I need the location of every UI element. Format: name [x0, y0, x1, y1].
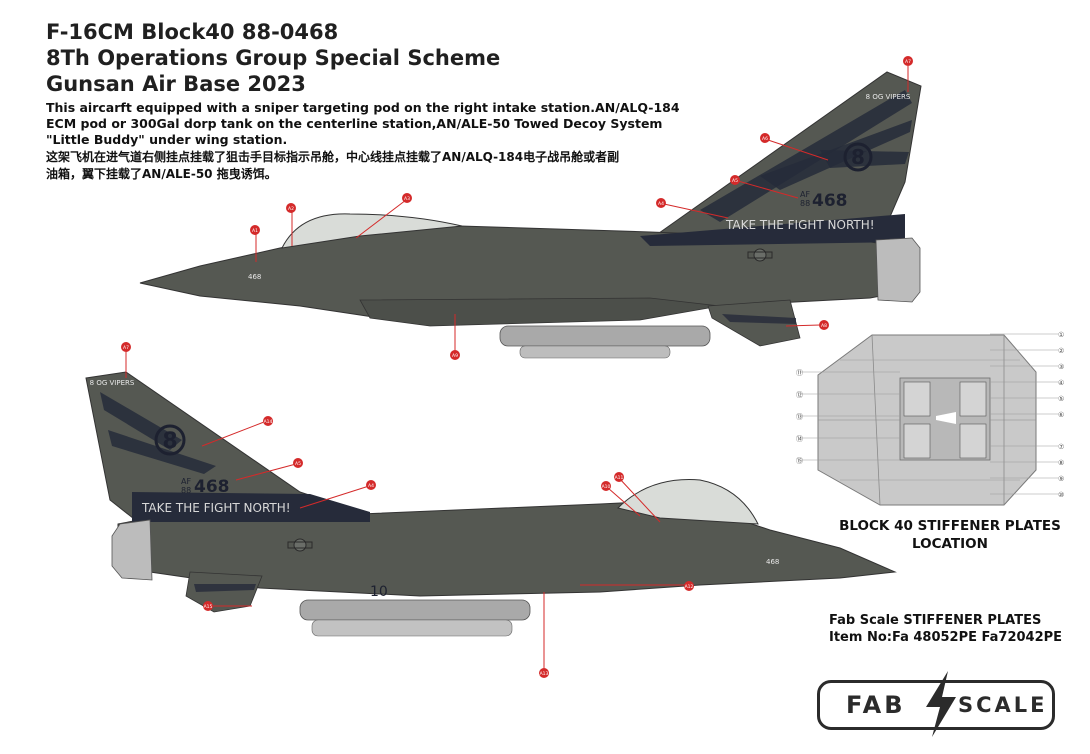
callout-top-a5: A5 [732, 178, 738, 184]
callout-top-a2: A2 [288, 206, 294, 212]
callout-badges-bottom: A7 A14 A5 A4 A11 A10 A12 A13 A15 [121, 342, 694, 678]
stiffener-marker-7: ⑦ [1058, 443, 1064, 451]
logo-word-left: FAB [846, 691, 906, 719]
stiffener-marker-3: ③ [1058, 363, 1064, 371]
callout-bottom-a10: A10 [602, 484, 611, 490]
stiffener-marker-10: ⑩ [1058, 491, 1064, 499]
callout-top-a8: A8 [821, 323, 827, 329]
stiffener-marker-6: ⑥ [1058, 411, 1064, 419]
stiffener-marker-2: ② [1058, 347, 1064, 355]
top-nose-number: 468 [248, 273, 261, 281]
callout-bottom-a5: A5 [295, 461, 301, 467]
callouts-bottom [125, 352, 686, 672]
bottom-tail-number: 468 [194, 477, 230, 497]
aircraft-profile-left-side: 8 8 OG VIPERS AF 88 468 TAKE THE FIGHT N… [85, 371, 897, 637]
top-tail-prefix-bottom: 88 [800, 199, 810, 208]
stiffener-label-line-1: BLOCK 40 STIFFENER PLATES [839, 518, 1061, 534]
stiffener-marker-1: ① [1058, 331, 1064, 339]
logo-word-right: SCALE [958, 693, 1048, 717]
callout-badges-top: A7 A6 A5 A4 A3 A2 A1 A9 A8 [250, 56, 913, 360]
top-tail-number: 468 [812, 191, 848, 211]
fab-product-line-2: Item No:Fa 48052PE Fa72042PE [829, 630, 1063, 645]
callout-bottom-a4: A4 [368, 483, 374, 489]
description-line-3: "Little Buddy" under wing station. [46, 132, 288, 147]
description-line-2: ECM pod or 300Gal dorp tank on the cente… [46, 116, 663, 131]
callout-top-a7: A7 [905, 59, 911, 65]
stiffener-plates-diagram: ⑪ ⑫ ⑬ ⑭ ⑮ ① ② ③ ④ ⑤ ⑥ ⑦ ⑧ ⑨ ⑩ [796, 331, 1064, 506]
title-line-1: F-16CM Block40 88-0468 [46, 20, 339, 44]
stiffener-marker-11: ⑪ [796, 369, 803, 377]
stiffener-marker-4: ④ [1058, 379, 1064, 387]
bottom-tail-emblem: 8 [162, 429, 177, 454]
description-line-5: 油箱，翼下挂载了AN/ALE-50 拖曳诱饵。 [46, 167, 277, 181]
stiffener-marker-8: ⑧ [1058, 459, 1064, 467]
fab-product-line-1: Fab Scale STIFFENER PLATES [829, 613, 1042, 628]
bottom-tail-prefix-bottom: 88 [181, 486, 191, 495]
callout-bottom-a7: A7 [123, 345, 129, 351]
description-line-4: 这架飞机在进气道右侧挂点挂载了狙击手目标指示吊舱，中心线挂点挂载了AN/ALQ-… [46, 150, 620, 164]
callout-top-a1: A1 [252, 228, 258, 234]
lightning-bolt-icon [926, 671, 956, 737]
bottom-nose-number: 468 [766, 558, 779, 566]
bottom-tail-squadron-text: 8 OG VIPERS [90, 379, 135, 387]
stiffener-marker-5: ⑤ [1058, 395, 1064, 403]
description-line-1: This aircarft equipped with a sniper tar… [46, 100, 680, 115]
callout-top-a6: A6 [762, 136, 768, 142]
callout-bottom-a11: A11 [615, 475, 624, 481]
callout-top-a3: A3 [404, 196, 410, 202]
aircraft-profile-right-side: 8 8 OG VIPERS AF 88 468 TAKE THE FIGHT N… [139, 71, 922, 359]
bottom-slogan: TAKE THE FIGHT NORTH! [141, 501, 291, 515]
top-tail-squadron-text: 8 OG VIPERS [866, 93, 911, 101]
callout-top-a9: A9 [452, 353, 458, 359]
stiffener-marker-12: ⑫ [796, 391, 803, 399]
top-tail-prefix-top: AF [800, 190, 810, 199]
callout-bottom-a13: A13 [540, 671, 549, 677]
bottom-tail-prefix-top: AF [181, 477, 191, 486]
fab-scale-logo: FAB SCALE [817, 671, 1055, 737]
bottom-gear-number: 10 [370, 584, 388, 600]
stiffener-marker-15: ⑮ [796, 457, 803, 465]
top-tail-emblem: 8 [851, 145, 865, 169]
callout-top-a4: A4 [658, 201, 664, 207]
top-slogan: TAKE THE FIGHT NORTH! [725, 218, 875, 232]
callout-bottom-a12: A12 [685, 584, 694, 590]
stiffener-marker-14: ⑭ [796, 435, 803, 443]
callout-bottom-a14: A14 [264, 419, 273, 425]
title-line-2: 8Th Operations Group Special Scheme [46, 46, 501, 70]
stiffener-marker-9: ⑨ [1058, 475, 1064, 483]
stiffener-marker-13: ⑬ [796, 413, 803, 421]
stiffener-label-line-2: LOCATION [912, 536, 988, 552]
callouts-top [255, 66, 909, 352]
title-line-3: Gunsan Air Base 2023 [46, 72, 306, 96]
callout-bottom-a15: A15 [204, 604, 213, 610]
